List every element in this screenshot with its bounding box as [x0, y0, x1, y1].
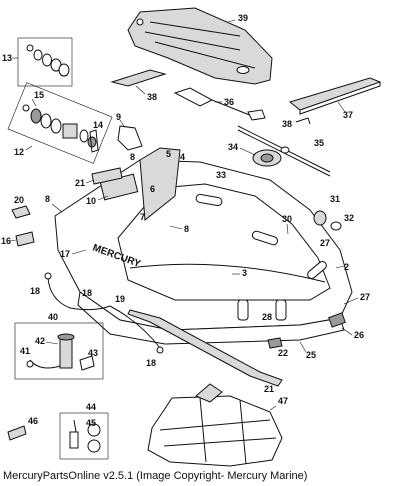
callout-28: 30: [282, 214, 292, 224]
tow-rope-part-19: [47, 277, 111, 311]
callout-7: 8: [184, 224, 189, 234]
callout-24: 25: [306, 350, 316, 360]
callout-46: 46: [28, 416, 38, 426]
callout-31: 33: [216, 170, 226, 180]
callout-13: 13: [2, 53, 12, 63]
callout-11: 21: [75, 178, 85, 188]
callout-16: 16: [1, 236, 11, 246]
callout-8b: 8: [45, 194, 50, 204]
callout-4: 5: [166, 149, 171, 159]
callout-30: 32: [344, 213, 354, 223]
callout-38: 38: [147, 92, 157, 102]
callout-29: 31: [330, 194, 340, 204]
seal-kit-part-13: [17, 37, 73, 87]
callout-36: 37: [343, 110, 353, 120]
callout-27a: 27: [320, 238, 330, 248]
clip-part-37: [295, 117, 311, 125]
callout-41: 41: [20, 346, 30, 356]
inflatable-boat-hull: MERCURY: [54, 147, 353, 345]
storage-bag-part-47: [147, 383, 283, 467]
cap-part-21: [11, 205, 31, 219]
callout-21: 20: [14, 195, 24, 205]
callout-34: 35: [314, 138, 324, 148]
pump-kit-part-40: [14, 322, 104, 380]
bench-seat-part-36: [288, 77, 382, 115]
repair-kit-part-44: [59, 412, 109, 460]
callout-18a: 18: [30, 286, 40, 296]
glue-tube-part-46: [7, 425, 27, 441]
callout-42: 42: [35, 336, 45, 346]
handle-part-9: [117, 125, 143, 151]
callout-20: 19: [115, 294, 125, 304]
callout-6: 7: [140, 212, 145, 222]
callout-8a: 8: [130, 152, 135, 162]
callout-19: 18: [82, 288, 92, 298]
callout-43: 43: [88, 348, 98, 358]
copyright-footer: MercuryPartsOnline v2.5.1 (Image Copyrig…: [3, 470, 308, 482]
callout-35: 36: [224, 97, 234, 107]
callout-40: 40: [48, 312, 58, 322]
callout-25: 26: [354, 330, 364, 340]
callout-17: 17: [60, 249, 70, 259]
callout-3: 4: [180, 152, 185, 162]
callout-39: 39: [238, 13, 248, 23]
callout-32: 34: [228, 142, 238, 152]
bracket-part-14: [89, 129, 99, 153]
valve-assembly-part-12: [7, 82, 113, 164]
callout-47: 47: [278, 396, 288, 406]
callout-14: 14: [93, 120, 103, 130]
plate-part-11: [91, 167, 123, 185]
cap-part-30: [330, 221, 342, 231]
oar-shaft-part-34: [237, 125, 331, 177]
callout-26: 27: [360, 292, 370, 302]
plug-part-23: [267, 337, 283, 349]
seat-part-38: [110, 69, 167, 87]
callout-9: 9: [116, 112, 121, 122]
callout-45: 45: [86, 418, 96, 428]
callout-2: 3: [242, 268, 247, 278]
oarlock-part-32: [252, 149, 282, 167]
callout-27b: 28: [262, 312, 272, 322]
callout-10: 10: [86, 196, 96, 206]
callout-18b: 18: [146, 358, 156, 368]
callout-15: 15: [34, 90, 44, 100]
callout-22: 21: [264, 384, 274, 394]
callout-44: 44: [86, 402, 96, 412]
callout-5: 6: [150, 184, 155, 194]
rope-part-18b: [109, 305, 161, 349]
callout-23: 22: [278, 348, 288, 358]
floor-board-part-39: [127, 7, 273, 85]
rub-strip-part-22: [127, 309, 283, 387]
valve-part-29: [313, 210, 327, 226]
patch-part-16: [15, 231, 35, 247]
callout-37: 38: [282, 119, 292, 129]
paddle-part-35: [173, 87, 266, 121]
callout-12: 12: [14, 147, 24, 157]
callout-1: 2: [344, 262, 349, 272]
